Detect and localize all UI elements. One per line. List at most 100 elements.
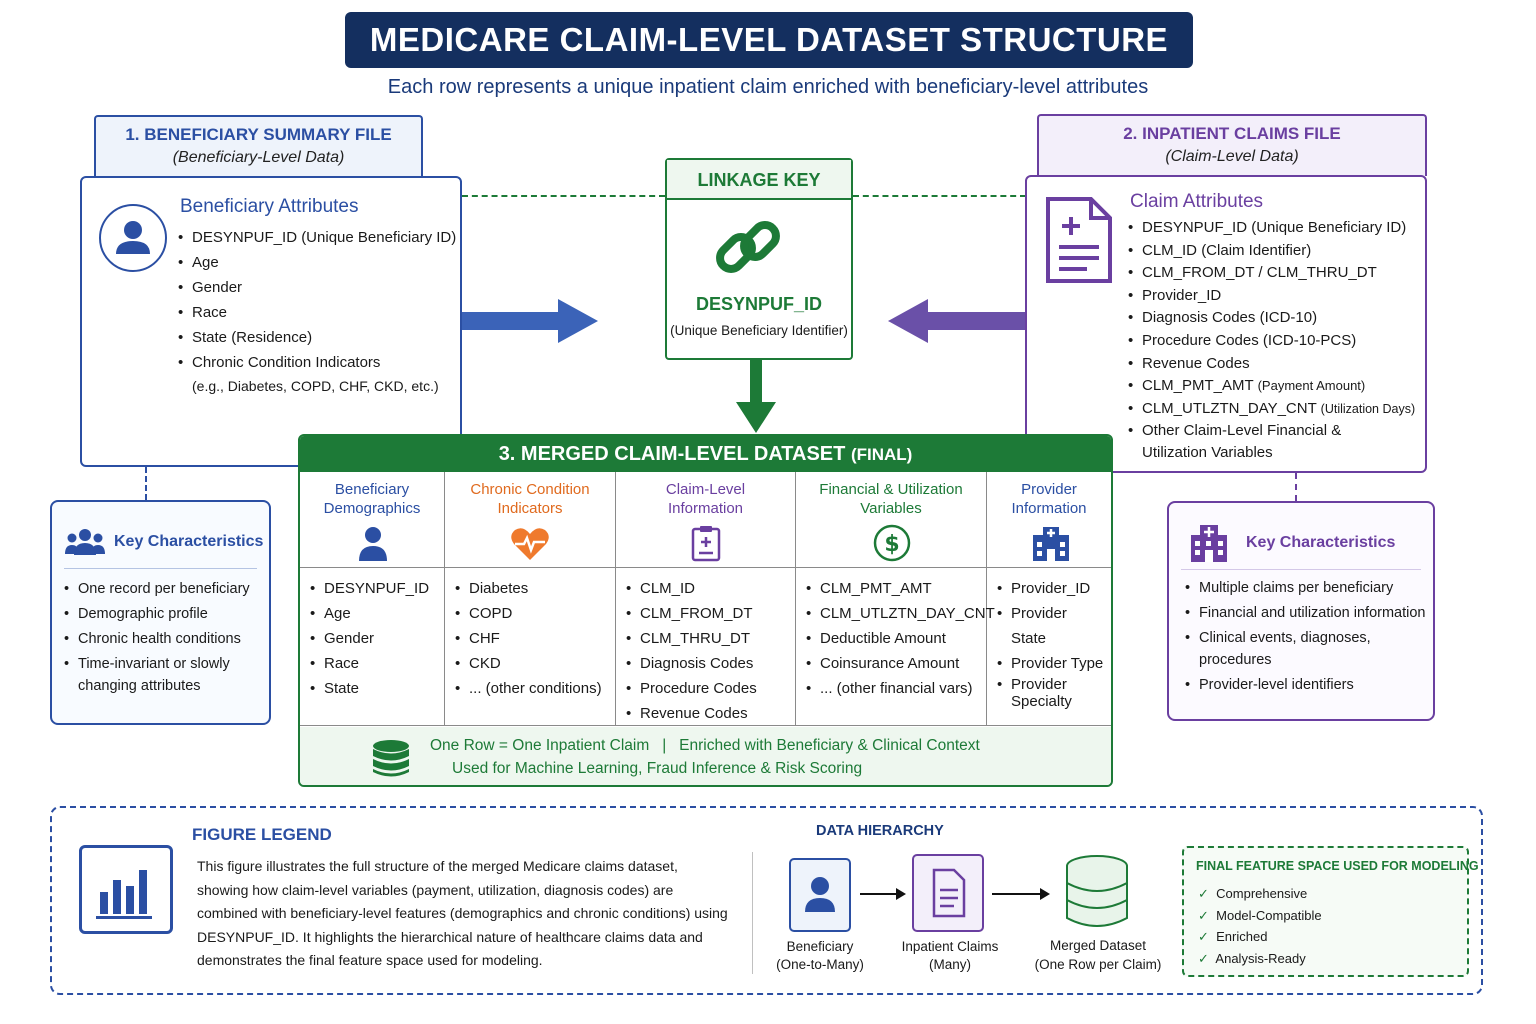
arrow-right-icon	[860, 888, 906, 900]
feature-space-title: FINAL FEATURE SPACE USED FOR MODELING	[1196, 859, 1479, 873]
beneficiary-attributes-heading: Beneficiary Attributes	[180, 196, 359, 217]
column-chronic: Chronic Condition Indicators Diabetes CO…	[445, 472, 616, 725]
hierarchy-claims-icon	[912, 854, 984, 932]
column-provider: Provider Information Provider_ID Provide…	[987, 472, 1111, 725]
claims-file-subtitle: (Claim-Level Data)	[1165, 148, 1299, 165]
list-item: State (Residence)	[178, 325, 458, 350]
column-items: CLM_ID CLM_FROM_DT CLM_THRU_DT Diagnosis…	[626, 576, 789, 726]
merged-footer-line1: One Row = One Inpatient Claim | Enriched…	[430, 737, 980, 754]
database-icon	[373, 740, 409, 777]
hierarchy-beneficiary-icon	[789, 858, 851, 932]
heart-pulse-icon	[511, 528, 549, 560]
user-icon	[99, 204, 167, 272]
beneficiary-attributes-list: DESYNPUF_ID (Unique Beneficiary ID) Age …	[178, 225, 458, 375]
list-item: Multiple claims per beneficiary	[1185, 577, 1430, 599]
list-item: CLM_THRU_DT	[626, 626, 789, 651]
merged-dataset-panel: 3. MERGED CLAIM-LEVEL DATASET (FINAL) Be…	[298, 434, 1113, 787]
bar-chart-icon	[79, 845, 173, 934]
key-characteristics-right: Key Characteristics Multiple claims per …	[1167, 501, 1435, 721]
list-item: Chronic Condition Indicators	[178, 350, 458, 375]
list-item: Age	[178, 250, 458, 275]
linkage-key-id: DESYNPUF_ID	[695, 294, 823, 314]
list-item: CLM_UTLZTN_DAY_CNT (Utilization Days)	[1128, 398, 1428, 421]
list-item: DESYNPUF_ID (Unique Beneficiary ID)	[178, 225, 458, 250]
hierarchy-node: Beneficiary(One-to-Many)	[776, 939, 864, 972]
beneficiary-file-subtitle: (Beneficiary-Level Data)	[172, 149, 345, 166]
hierarchy-node: Inpatient Claims(Many)	[901, 939, 999, 972]
users-group-icon	[65, 529, 105, 555]
claim-attributes-heading: Claim Attributes	[1130, 191, 1264, 212]
list-item: Other Claim-Level Financial &	[1128, 420, 1428, 443]
list-item: Chronic health conditions	[64, 628, 264, 650]
list-item: Procedure Codes	[626, 676, 789, 701]
dollar-icon: $	[873, 524, 911, 562]
claims-file-title: 2. INPATIENT CLAIMS FILE	[1123, 124, 1341, 143]
list-item: Clinical events, diagnoses, procedures	[1185, 627, 1430, 671]
list-item: Provider_ID	[1128, 285, 1428, 308]
list-item: Age	[310, 601, 438, 626]
column-title: Financial & Utilization Variables $	[796, 472, 986, 568]
column-items: DESYNPUF_ID Age Gender Race State	[310, 576, 438, 701]
list-item: Diagnosis Codes	[626, 651, 789, 676]
list-item: ✓ Model-Compatible	[1198, 907, 1322, 923]
list-item: Time-invariant or slowly changing attrib…	[64, 653, 264, 697]
column-title: Provider Information	[987, 472, 1111, 568]
list-item: CKD	[455, 651, 609, 676]
page-subtitle: Each row represents a unique inpatient c…	[387, 76, 1149, 98]
check-icon: ✓	[1198, 907, 1209, 923]
data-hierarchy-title: DATA HIERARCHY	[816, 823, 944, 839]
linkage-key-title: LINKAGE KEY	[667, 160, 851, 200]
list-item: ... (other financial vars)	[806, 676, 980, 701]
arrow-left-icon	[888, 299, 1026, 343]
column-items: Diabetes COPD CHF CKD ... (other conditi…	[455, 576, 609, 701]
list-item: DESYNPUF_ID (Unique Beneficiary ID)	[1128, 217, 1428, 240]
key-characteristics-list: One record per beneficiary Demographic p…	[64, 578, 264, 700]
list-item: Revenue Codes	[1128, 353, 1428, 376]
list-item: CLM_PMT_AMT	[806, 576, 980, 601]
list-item: Diabetes	[455, 576, 609, 601]
list-item: CLM_ID (Claim Identifier)	[1128, 240, 1428, 263]
claim-attributes-list: DESYNPUF_ID (Unique Beneficiary ID) CLM_…	[1128, 217, 1428, 443]
list-item: DESYNPUF_ID	[310, 576, 438, 601]
connector-right	[1295, 473, 1297, 501]
list-item: Gender	[310, 626, 438, 651]
list-item: CLM_PMT_AMT (Payment Amount)	[1128, 375, 1428, 398]
list-item: ✓ Enriched	[1198, 929, 1268, 944]
svg-text:$: $	[884, 532, 899, 557]
figure-legend-title: FIGURE LEGEND	[192, 825, 332, 844]
figure-legend-text: This figure illustrates the full structu…	[197, 858, 728, 968]
arrow-right-icon	[992, 888, 1050, 900]
list-item: ✓ Comprehensive	[1198, 886, 1308, 901]
claim-attributes-last-line: Utilization Variables	[1142, 444, 1273, 461]
key-characteristics-title: Key Characteristics	[1246, 534, 1396, 551]
list-item: State	[310, 676, 438, 701]
column-title: Chronic Condition Indicators	[445, 472, 615, 568]
claims-file-tab: 2. INPATIENT CLAIMS FILE (Claim-Level Da…	[1037, 114, 1427, 176]
list-item: Provider Specialty	[997, 676, 1105, 710]
clipboard-icon	[691, 526, 721, 562]
page-title: MEDICARE CLAIM-LEVEL DATASET STRUCTURE	[345, 12, 1193, 68]
hierarchy-node: Merged Dataset(One Row per Claim)	[1034, 938, 1162, 972]
building-icon	[1191, 525, 1227, 562]
column-financial: Financial & Utilization Variables $ CLM_…	[796, 472, 995, 725]
beneficiary-attributes-panel: Beneficiary Attributes DESYNPUF_ID (Uniq…	[80, 176, 462, 467]
hospital-icon	[1033, 527, 1069, 561]
list-item: Demographic profile	[64, 603, 264, 625]
divider	[1181, 569, 1421, 570]
check-icon: ✓	[1198, 886, 1209, 901]
list-item: Provider-level identifiers	[1185, 674, 1430, 696]
list-item: Provider Type	[997, 651, 1105, 676]
claim-attributes-panel: Claim Attributes DESYNPUF_ID (Unique Ben…	[1025, 175, 1427, 473]
column-title: Beneficiary Demographics	[300, 472, 444, 568]
check-icon: ✓	[1198, 929, 1209, 944]
list-item: Race	[310, 651, 438, 676]
list-item: ✓ Analysis-Ready	[1198, 950, 1306, 966]
key-characteristics-left: Key Characteristics One record per benef…	[50, 500, 271, 725]
list-item: Provider State	[997, 601, 1105, 651]
merged-columns: Beneficiary Demographics DESYNPUF_ID Age…	[300, 472, 1111, 726]
list-item: Coinsurance Amount	[806, 651, 980, 676]
list-item: CLM_UTLZTN_DAY_CNT	[806, 601, 995, 626]
document-icon	[1046, 197, 1112, 283]
merged-dataset-title: 3. MERGED CLAIM-LEVEL DATASET (FINAL)	[300, 436, 1111, 472]
list-item: Gender	[178, 275, 458, 300]
